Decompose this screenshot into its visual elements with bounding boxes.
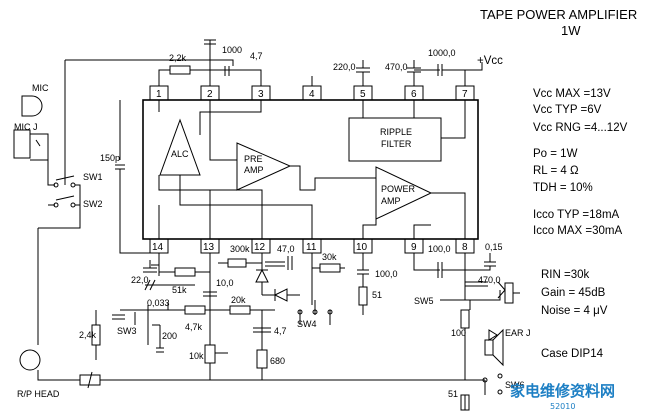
spec-vcc-max: Vcc MAX =13V — [533, 88, 611, 100]
pin-1-label: 1 — [156, 89, 162, 100]
spec-po: Po = 1W — [533, 148, 578, 160]
pin-4-label: 4 — [309, 89, 315, 100]
r-51-low-label: 51 — [448, 389, 458, 399]
poweramp-label-1: POWER — [381, 184, 416, 194]
ic-pins-top: 1 2 3 4 5 6 7 — [149, 85, 475, 101]
c-4-7-low-label: 4,7 — [274, 326, 287, 336]
watermark: 家电维修资料网 52010 — [510, 382, 615, 411]
spec-icco-max: Icco MAX =30mA — [533, 225, 622, 237]
r-100-label: 100 — [451, 328, 466, 338]
c-22-0-label: 22,0 — [131, 275, 149, 285]
c-4-7-top-label: 4,7 — [250, 51, 263, 61]
specifications: Vcc MAX =13V Vcc TYP =6V Vcc RNG =4...12… — [533, 88, 628, 360]
sw1-label: SW1 — [83, 172, 103, 182]
r-2k2-label: 2,2k — [169, 53, 187, 63]
r-200-label: 200 — [162, 331, 177, 341]
sw2-label: SW2 — [83, 199, 103, 209]
diagram-subtitle: 1W — [561, 23, 581, 38]
c-470-top-label: 470,0 — [385, 62, 408, 72]
r-10k-label: 10k — [189, 351, 204, 361]
c-0-15-label: 0,15 — [485, 242, 503, 252]
pin-9-label: 9 — [411, 242, 417, 253]
alc-triangle — [159, 118, 201, 176]
sw5-label: SW5 — [414, 296, 434, 306]
pin-2-label: 2 — [207, 89, 213, 100]
ripple-filter-block — [348, 117, 442, 162]
c-1000-label: 1000 — [222, 45, 242, 55]
r-20k-label: 20k — [231, 295, 246, 305]
mic-j-label: MIC J — [14, 122, 38, 132]
sw6-label: SW6 — [505, 380, 525, 390]
c-100-0-pin9-label: 100,0 — [428, 244, 451, 254]
preamp-label-2: AMP — [244, 165, 264, 175]
poweramp-label-2: AMP — [381, 196, 401, 206]
spec-vcc-range: Vcc RNG =4...12V — [533, 122, 628, 134]
spec-rl: RL = 4 Ω — [533, 165, 579, 177]
c-47-label: 47,0 — [277, 244, 295, 254]
r-51-pin10-label: 51 — [372, 290, 382, 300]
pin-3-label: 3 — [258, 89, 264, 100]
watermark-url: 52010 — [550, 402, 575, 411]
sw3-label: SW3 — [117, 326, 137, 336]
spec-noise: Noise = 4 μV — [541, 305, 608, 317]
pin-8-label: 8 — [462, 242, 468, 253]
pin-6-label: 6 — [411, 89, 417, 100]
mic-label: MIC — [32, 83, 49, 93]
c-1000-0-label: 1000,0 — [428, 48, 456, 58]
c-0-033-label: 0,033 — [147, 298, 170, 308]
diagram-title: TAPE POWER AMPLIFIER — [480, 7, 637, 22]
c-470-out-label: 470,0 — [478, 275, 501, 285]
watermark-text: 家电维修资料网 — [510, 382, 615, 400]
vcc-supply-label: +Vcc — [477, 55, 503, 67]
preamp-triangle — [236, 142, 292, 191]
r-680-label: 680 — [270, 356, 285, 366]
right-ic-wiring — [297, 253, 520, 411]
pin-14-label: 14 — [152, 242, 164, 253]
rp-head-label: R/P HEAD — [17, 389, 60, 399]
c-100-0-pin10-label: 100,0 — [375, 269, 398, 279]
mic-section — [13, 95, 485, 389]
c-10-0-label: 10,0 — [216, 278, 234, 288]
spec-case: Case DIP14 — [541, 348, 604, 360]
r-2-4k-label: 2,4k — [79, 330, 97, 340]
r-30k-label: 30k — [322, 252, 337, 262]
top-wiring — [64, 39, 483, 185]
c-150p-label: 150p — [100, 153, 120, 163]
ripple-label-1: RIPPLE — [380, 127, 412, 137]
pin-7-label: 7 — [462, 89, 468, 100]
pin-12-label: 12 — [254, 242, 266, 253]
r-4-7k-label: 4,7k — [185, 322, 203, 332]
ear-j-label: EAR J — [505, 328, 531, 338]
c-220-label: 220,0 — [333, 62, 356, 72]
sw4-label: SW4 — [297, 319, 317, 329]
spec-rin: RIN =30k — [541, 269, 590, 281]
preamp-label-1: PRE — [244, 154, 263, 164]
poweramp-triangle — [375, 166, 433, 220]
ic-body — [142, 99, 479, 240]
ripple-label-2: FILTER — [381, 139, 412, 149]
spec-icco-typ: Icco TYP =18mA — [533, 209, 620, 221]
r-51k-label: 51k — [172, 285, 187, 295]
internal-wiring — [158, 100, 466, 239]
alc-label: ALC — [171, 149, 189, 159]
pin-10-label: 10 — [356, 242, 368, 253]
left-ic-wiring — [91, 100, 300, 380]
spec-tdh: TDH = 10% — [533, 182, 593, 194]
r-300k-label: 300k — [230, 244, 250, 254]
pin-13-label: 13 — [203, 242, 215, 253]
pin-5-label: 5 — [360, 89, 366, 100]
spec-gain: Gain = 45dB — [541, 287, 606, 299]
pin-11-label: 11 — [306, 242, 317, 253]
ic-pins-bottom: 14 13 12 11 10 9 8 — [149, 238, 475, 254]
spec-vcc-typ: Vcc TYP =6V — [533, 104, 602, 116]
